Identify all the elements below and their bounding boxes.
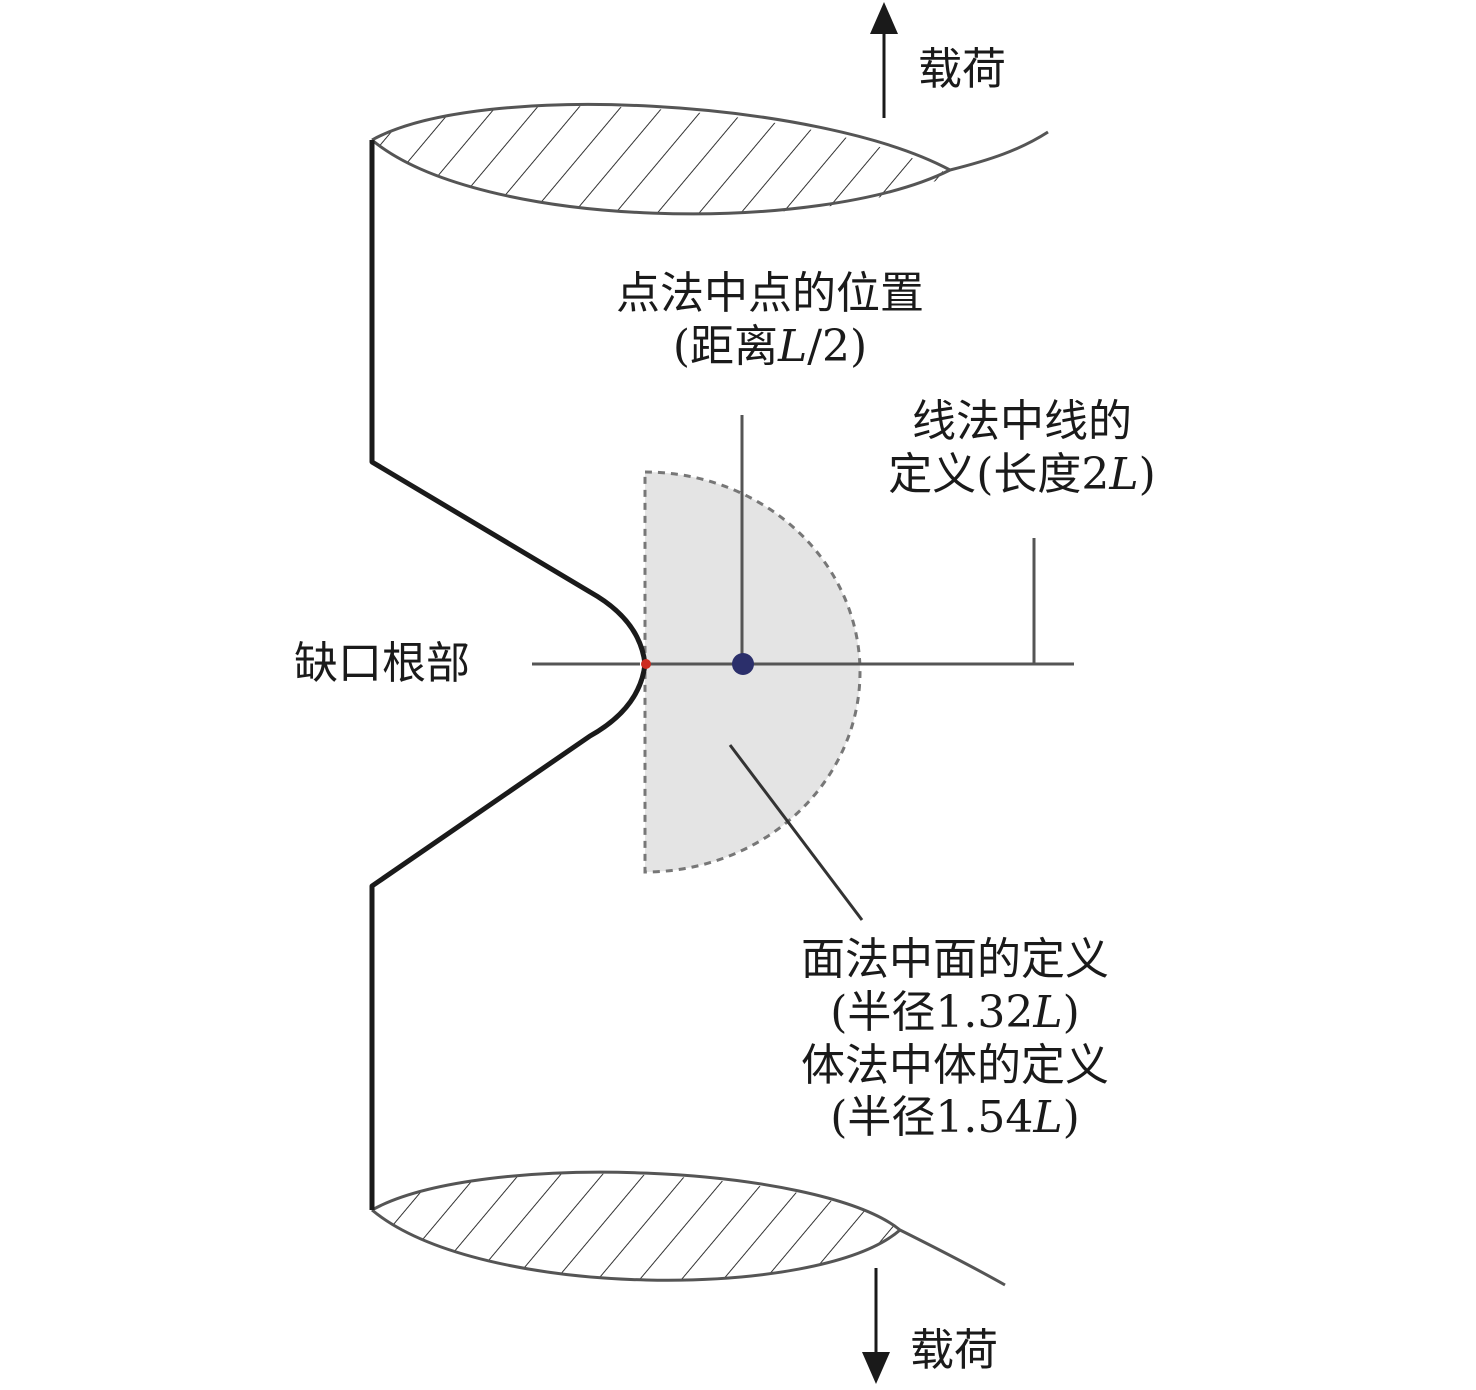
area-volume-method-label: 面法中面的定义 (半径1.32L) 体法中体的定义 (半径1.54L) [801,934,1109,1144]
notch-root-label: 缺口根部 [294,638,470,689]
top-stress-distribution [371,102,1049,216]
area-volume-region [643,470,862,874]
load-arrow-down [862,1268,890,1384]
load-label-bottom: 载荷 [910,1325,998,1376]
load-label-top: 载荷 [918,44,1006,95]
point-method-marker [732,653,754,675]
area-method-leader [728,744,864,921]
notch-root-point [641,659,651,669]
bottom-stress-distribution [371,1170,1006,1287]
load-arrow-up [870,2,898,118]
point-method-label: 点法中点的位置 (距离L/2) [616,268,924,372]
line-method-label: 线法中线的 定义(长度2L) [888,396,1156,500]
